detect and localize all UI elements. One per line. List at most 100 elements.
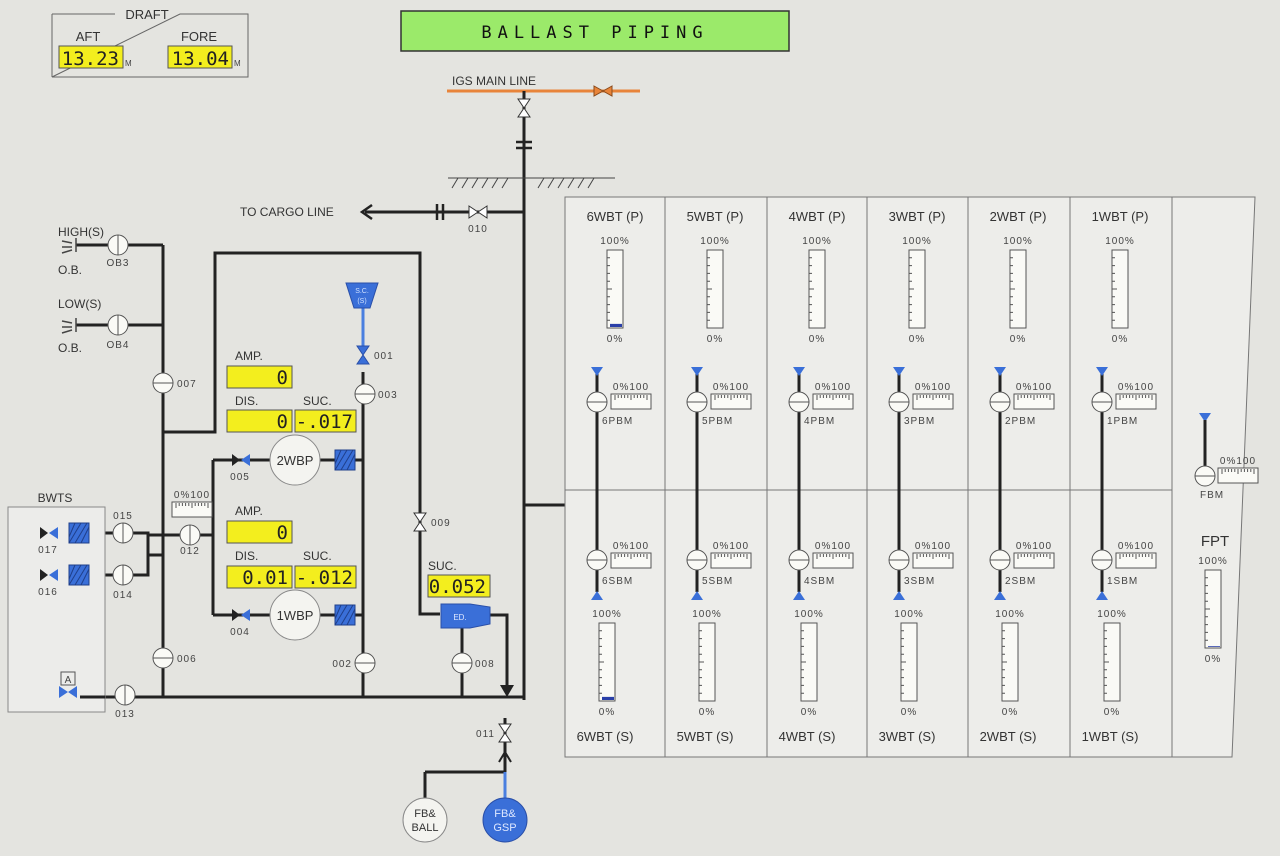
check-valve-icon[interactable]	[241, 609, 250, 621]
igs-butterfly-valve-icon[interactable]	[593, 85, 613, 97]
draft-panel: DRAFT AFT 13.23 M FORE 13.04 M	[51, 7, 249, 78]
check-arrow-icon	[232, 609, 240, 621]
aft-draft-value: 13.23	[62, 48, 119, 70]
gate-valve-001-icon[interactable]	[356, 345, 370, 365]
valve-label: 4PBM	[804, 416, 835, 427]
fb-ball-icon[interactable]	[402, 797, 448, 843]
gauge-ticks	[909, 257, 914, 321]
valve-5SBM[interactable]: 5SBM	[686, 549, 733, 587]
butterfly-valve-006[interactable]	[152, 647, 174, 669]
gauge-bottom-label: 0%	[607, 334, 623, 345]
valve-2PBM[interactable]: 2PBM	[989, 391, 1036, 427]
pump2-amp-value: 0	[277, 367, 288, 389]
butterfly-valve-015[interactable]	[112, 522, 134, 544]
eductor-icon[interactable]	[440, 603, 491, 629]
gate-valve-009-icon[interactable]	[413, 512, 427, 532]
butterfly-valve-002[interactable]	[354, 652, 376, 674]
check-valve-016[interactable]	[40, 569, 58, 581]
igs-isolation-valve-icon[interactable]	[517, 98, 531, 118]
check-valve-017[interactable]	[40, 527, 58, 539]
fb-ball-label-1: FB&	[414, 808, 436, 820]
fb-gsp-source[interactable]: FB& GSP	[482, 797, 528, 843]
bellmouth-icon	[1096, 367, 1108, 376]
gauge-bottom-label: 0%	[1112, 334, 1128, 345]
valve-4PBM[interactable]: 4PBM	[788, 391, 835, 427]
valve-2SBM[interactable]: 2SBM	[989, 549, 1036, 587]
fb-ball-source[interactable]: FB& BALL	[402, 797, 448, 843]
check-valve-icon[interactable]	[241, 454, 250, 466]
auto-valve-tag-label: A	[65, 675, 72, 686]
bwts-bypass-valve-icon[interactable]	[59, 686, 77, 698]
sea-chest-label: S.C.	[355, 288, 369, 295]
pump2-amp-label: AMP.	[235, 349, 263, 363]
meter-scale-label: 0%100	[1118, 541, 1154, 552]
pump1-suc-box	[294, 565, 357, 589]
check-valve-icon[interactable]	[49, 569, 58, 581]
fpt-title: FPT	[1201, 533, 1229, 550]
valve-1SBM[interactable]: 1SBM	[1091, 549, 1138, 587]
butterfly-valve-012[interactable]	[179, 524, 201, 546]
valve-4SBM[interactable]: 4SBM	[788, 549, 835, 587]
sea-chest-side-label: (S)	[357, 298, 366, 305]
pump1-suc-label: SUC.	[303, 549, 332, 563]
valve-label: 5PBM	[702, 416, 733, 427]
gauge-ticks	[699, 630, 704, 694]
pump2-dis-value: 0	[277, 411, 288, 433]
gauge-ticks	[809, 257, 814, 321]
butterfly-valve-008[interactable]	[451, 652, 473, 674]
valve-6PBM[interactable]: 6PBM	[586, 391, 633, 427]
strainer-hatch	[68, 522, 90, 544]
meter-6SBM: 0%100	[610, 541, 652, 569]
butterfly-valve-013[interactable]	[114, 684, 136, 706]
meter-scale-label: 0%100	[915, 541, 951, 552]
meter-ticks	[714, 395, 748, 400]
bellmouth-icon	[591, 367, 603, 376]
pump-icon[interactable]	[269, 589, 321, 641]
valve-FBM[interactable]: FBM	[1194, 465, 1224, 501]
fb-gsp-label-2: GSP	[493, 822, 516, 834]
pump2-suc-box	[294, 409, 357, 433]
meter-ticks	[1119, 554, 1153, 559]
valve-1PBM[interactable]: 1PBM	[1091, 391, 1138, 427]
valve-3PBM[interactable]: 3PBM	[888, 391, 935, 427]
fb-gsp-icon[interactable]	[482, 797, 528, 843]
pump2-dis-box	[226, 409, 293, 433]
valve-6SBM[interactable]: 6SBM	[586, 549, 633, 587]
meter-scale-label: 0%100	[815, 541, 851, 552]
valve-label: 6PBM	[602, 416, 633, 427]
check-valve-icon[interactable]	[49, 527, 58, 539]
valve-5PBM[interactable]: 5PBM	[686, 391, 733, 427]
meter-fbm: 0%100	[1217, 456, 1259, 484]
gate-valve-010-icon[interactable]	[468, 205, 488, 219]
gate-valve-011-icon[interactable]	[498, 723, 512, 743]
valve-label: OB4	[106, 340, 129, 351]
blank-flange-icon	[516, 140, 532, 150]
pump-2wbp[interactable]: 2WBP	[269, 434, 321, 486]
meter-ticks	[614, 554, 648, 559]
meter-ticks	[614, 395, 648, 400]
tank-stbd-title: 4WBT (S)	[779, 729, 836, 744]
butterfly-valve-OB4[interactable]	[107, 314, 129, 336]
bellmouth-icon	[994, 367, 1006, 376]
butterfly-valve-OB3[interactable]	[107, 234, 129, 256]
gauge-bottom-label: 0%	[1205, 654, 1221, 665]
tank-panel	[564, 196, 1256, 758]
pump1-dis-label: DIS.	[235, 549, 258, 563]
check-valve-004[interactable]	[232, 609, 250, 621]
valve-label: 011	[476, 729, 495, 740]
check-valve-005[interactable]	[232, 454, 250, 466]
tank-stbd-level-gauge: 100%0%	[894, 609, 923, 718]
pump-icon[interactable]	[269, 434, 321, 486]
valve-3SBM[interactable]: 3SBM	[888, 549, 935, 587]
butterfly-valve-007[interactable]	[152, 372, 174, 394]
tank-stbd-title: 5WBT (S)	[677, 729, 734, 744]
ob-label: O.B.	[58, 341, 82, 355]
butterfly-valve-014[interactable]	[112, 564, 134, 586]
pump1-amp-value: 0	[277, 522, 288, 544]
pump-1wbp[interactable]: 1WBP	[269, 589, 321, 641]
flow-arrow-icon	[498, 750, 512, 763]
gauge-top-label: 100%	[1003, 236, 1033, 247]
meter-3SBM: 0%100	[912, 541, 954, 569]
butterfly-valve-003[interactable]	[354, 383, 376, 405]
